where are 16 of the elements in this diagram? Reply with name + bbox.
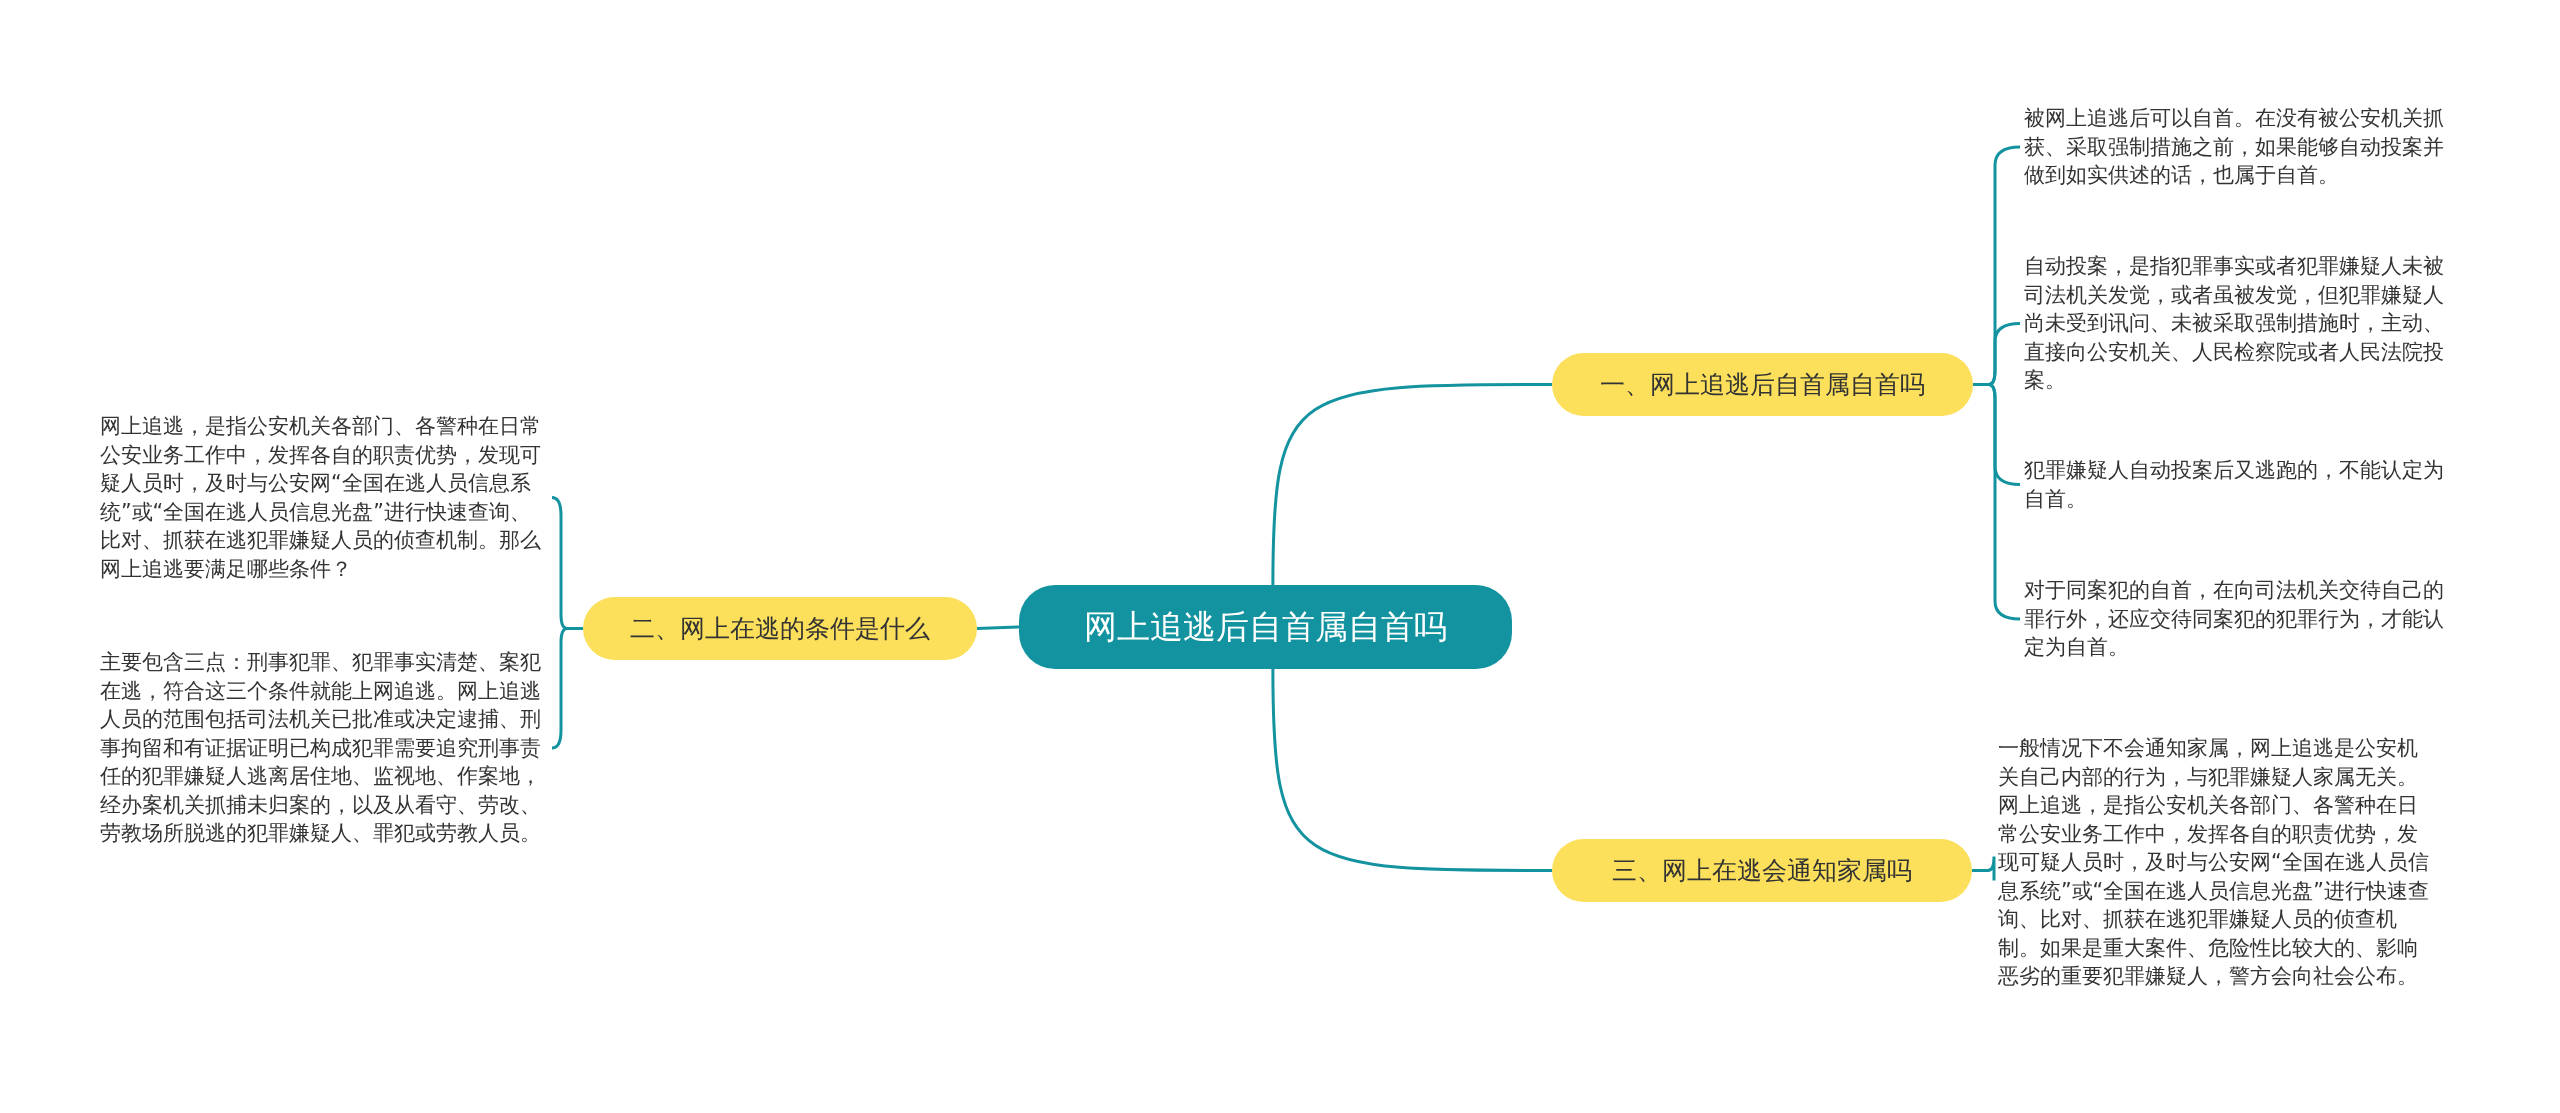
note-text: 网上追逃，是指公安机关各部门、各警种在日常公安业务工作中，发挥各自的职责优势，发现可疑人员时，及时与公安网“全国在逃人员信息系统”或“全国在逃人员信息光盘”进行快速查询、比对、抓获在逃犯罪嫌疑人员的侦查机制。那么网上追逃要满足哪些条件？ — [100, 412, 548, 583]
note-text: 自动投案，是指犯罪事实或者犯罪嫌疑人未被司法机关发觉，或者虽被发觉，但犯罪嫌疑人尚未受到讯问、未被采取强制措施时，主动、直接向公安机关、人民检察院或者人民法院投案。 — [2024, 252, 2464, 395]
note-text: 主要包含三点：刑事犯罪、犯罪事实清楚、案犯在逃，符合这三个条件就能上网追逃。网上追逃人员的范围包括司法机关已批准或决定逮捕、刑事拘留和有证据证明已构成犯罪需要追究刑事责任的犯罪嫌疑人逃离居住地、监视地、作案地，经办案机关抓捕未归案的，以及从看守、劳改、劳教场所脱逃的犯罪嫌疑人、罪犯或劳教人员。 — [100, 648, 548, 848]
connector-line — [1972, 855, 1996, 882]
central-topic-box: 网上追逃后自首属自首吗 — [1019, 585, 1512, 669]
topic-box: 二、网上在逃的条件是什么 — [583, 597, 977, 660]
note-text: 犯罪嫌疑人自动投案后又逃跑的，不能认定为自首。 — [2024, 456, 2464, 513]
connector-line — [551, 627, 583, 750]
note-text: 被网上追逃后可以自首。在没有被公安机关抓获、采取强制措施之前，如果能够自动投案并做到如实供述的话，也属于自首。 — [2024, 104, 2464, 190]
topic-box: 一、网上追逃后自首属自首吗 — [1552, 353, 1973, 416]
topic-box: 三、网上在逃会通知家属吗 — [1552, 839, 1972, 902]
connector-line — [1271, 383, 1552, 585]
note-text: 一般情况下不会通知家属，网上追逃是公安机关自己内部的行为，与犯罪嫌疑人家属无关。网上追逃，是指公安机关各部门、各警种在日常公安业务工作中，发挥各自的职责优势，发现可疑人员时，及时与公安网“全国在逃人员信息系统”或“全国在逃人员信息光盘”进行快速查询、比对、抓获在逃犯罪嫌疑人员的侦查机制。如果是重大案件、危险性比较大的、影响恶劣的重要犯罪嫌疑人，警方会向社会公布。 — [1998, 734, 2438, 991]
connector-line — [1271, 669, 1552, 872]
note-text: 对于同案犯的自首，在向司法机关交待自己的罪行外，还应交待同案犯的犯罪行为，才能认定为自首。 — [2024, 576, 2464, 662]
connector-line — [976, 625, 1020, 630]
